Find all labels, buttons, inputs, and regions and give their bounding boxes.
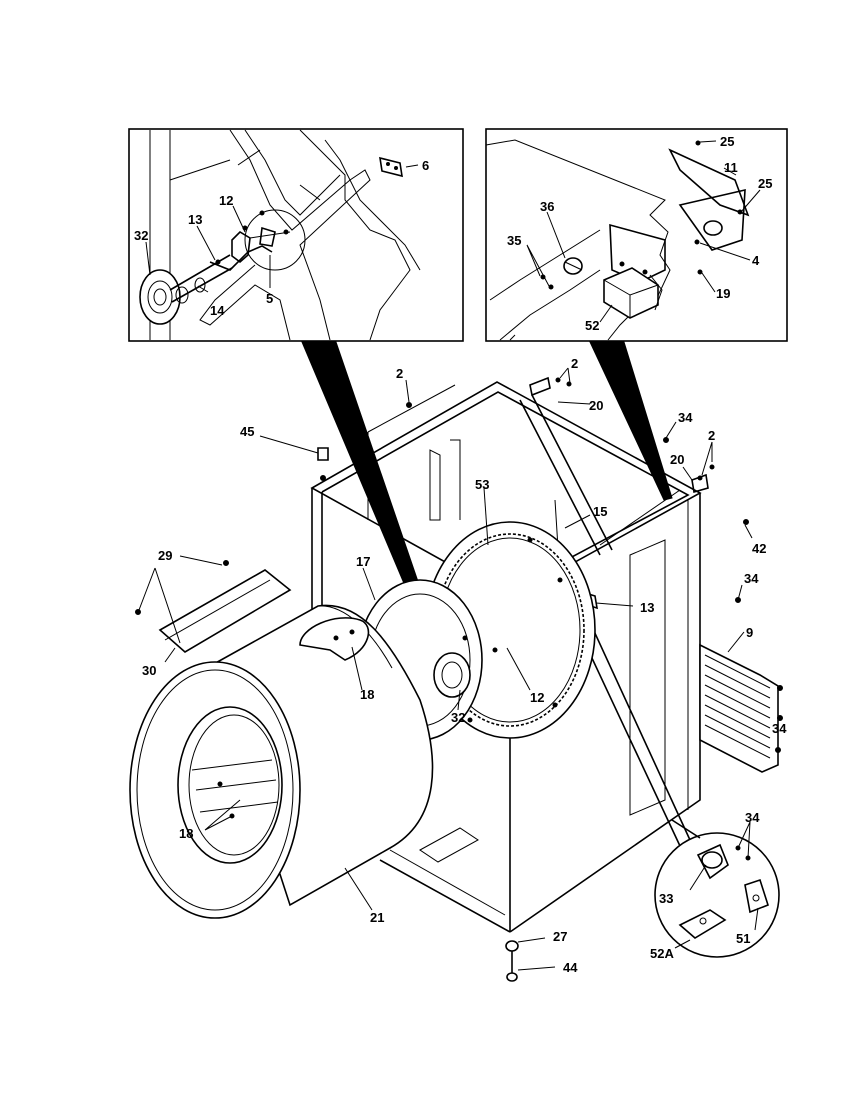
inset-switch-detail xyxy=(485,128,788,342)
callout-29: 29 xyxy=(158,548,172,563)
callout-25: 25 xyxy=(720,134,734,149)
callout-2-bracket: 2 xyxy=(571,356,578,371)
inset-drum-bearing xyxy=(128,128,464,342)
callout-25-right: 25 xyxy=(758,176,772,191)
callout-17: 17 xyxy=(356,554,370,569)
callout-44: 44 xyxy=(563,960,578,975)
callout-34-right: 34 xyxy=(744,571,759,586)
callout-34-grille: 34 xyxy=(772,721,787,736)
callout-20-top: 20 xyxy=(589,398,603,413)
callout-35: 35 xyxy=(507,233,521,248)
callout-20-right: 20 xyxy=(670,452,684,467)
callout-4: 4 xyxy=(752,253,760,268)
callout-52: 52 xyxy=(585,318,599,333)
callout-30: 30 xyxy=(142,663,156,678)
callout-32: 32 xyxy=(134,228,148,243)
callout-labels: 6 12 13 32 14 5 25 11 25 36 35 4 19 52 2… xyxy=(134,134,787,975)
callout-2-right: 2 xyxy=(708,428,715,443)
callout-19: 19 xyxy=(716,286,730,301)
callout-13-main: 13 xyxy=(640,600,654,615)
callout-6: 6 xyxy=(422,158,429,173)
callout-14: 14 xyxy=(210,303,225,318)
callout-52A: 52A xyxy=(650,946,674,961)
leader-lines xyxy=(138,367,779,971)
top-trim xyxy=(135,560,292,653)
callout-34-top: 34 xyxy=(678,410,693,425)
callout-9: 9 xyxy=(746,625,753,640)
callout-15: 15 xyxy=(593,504,607,519)
callout-42: 42 xyxy=(752,541,766,556)
callout-21: 21 xyxy=(370,910,384,925)
callout-36: 36 xyxy=(540,199,554,214)
callout-34-detail: 34 xyxy=(745,810,760,825)
callout-33: 33 xyxy=(659,891,673,906)
callout-5: 5 xyxy=(266,291,273,306)
callout-45: 45 xyxy=(240,424,254,439)
rear-vent-grille xyxy=(699,643,783,773)
dryer-drum xyxy=(129,604,434,919)
callout-18-baffle: 18 xyxy=(360,687,374,702)
detail-circle xyxy=(654,819,780,958)
callout-27: 27 xyxy=(553,929,567,944)
callout-32-main: 32 xyxy=(451,710,465,725)
callout-13: 13 xyxy=(188,212,202,227)
callout-11: 11 xyxy=(724,160,738,175)
callout-18-drum: 18 xyxy=(179,826,193,841)
callout-12: 12 xyxy=(219,193,233,208)
callout-12-main: 12 xyxy=(530,690,544,705)
callout-2-top: 2 xyxy=(396,366,403,381)
callout-53: 53 xyxy=(475,477,489,492)
callout-51: 51 xyxy=(736,931,750,946)
